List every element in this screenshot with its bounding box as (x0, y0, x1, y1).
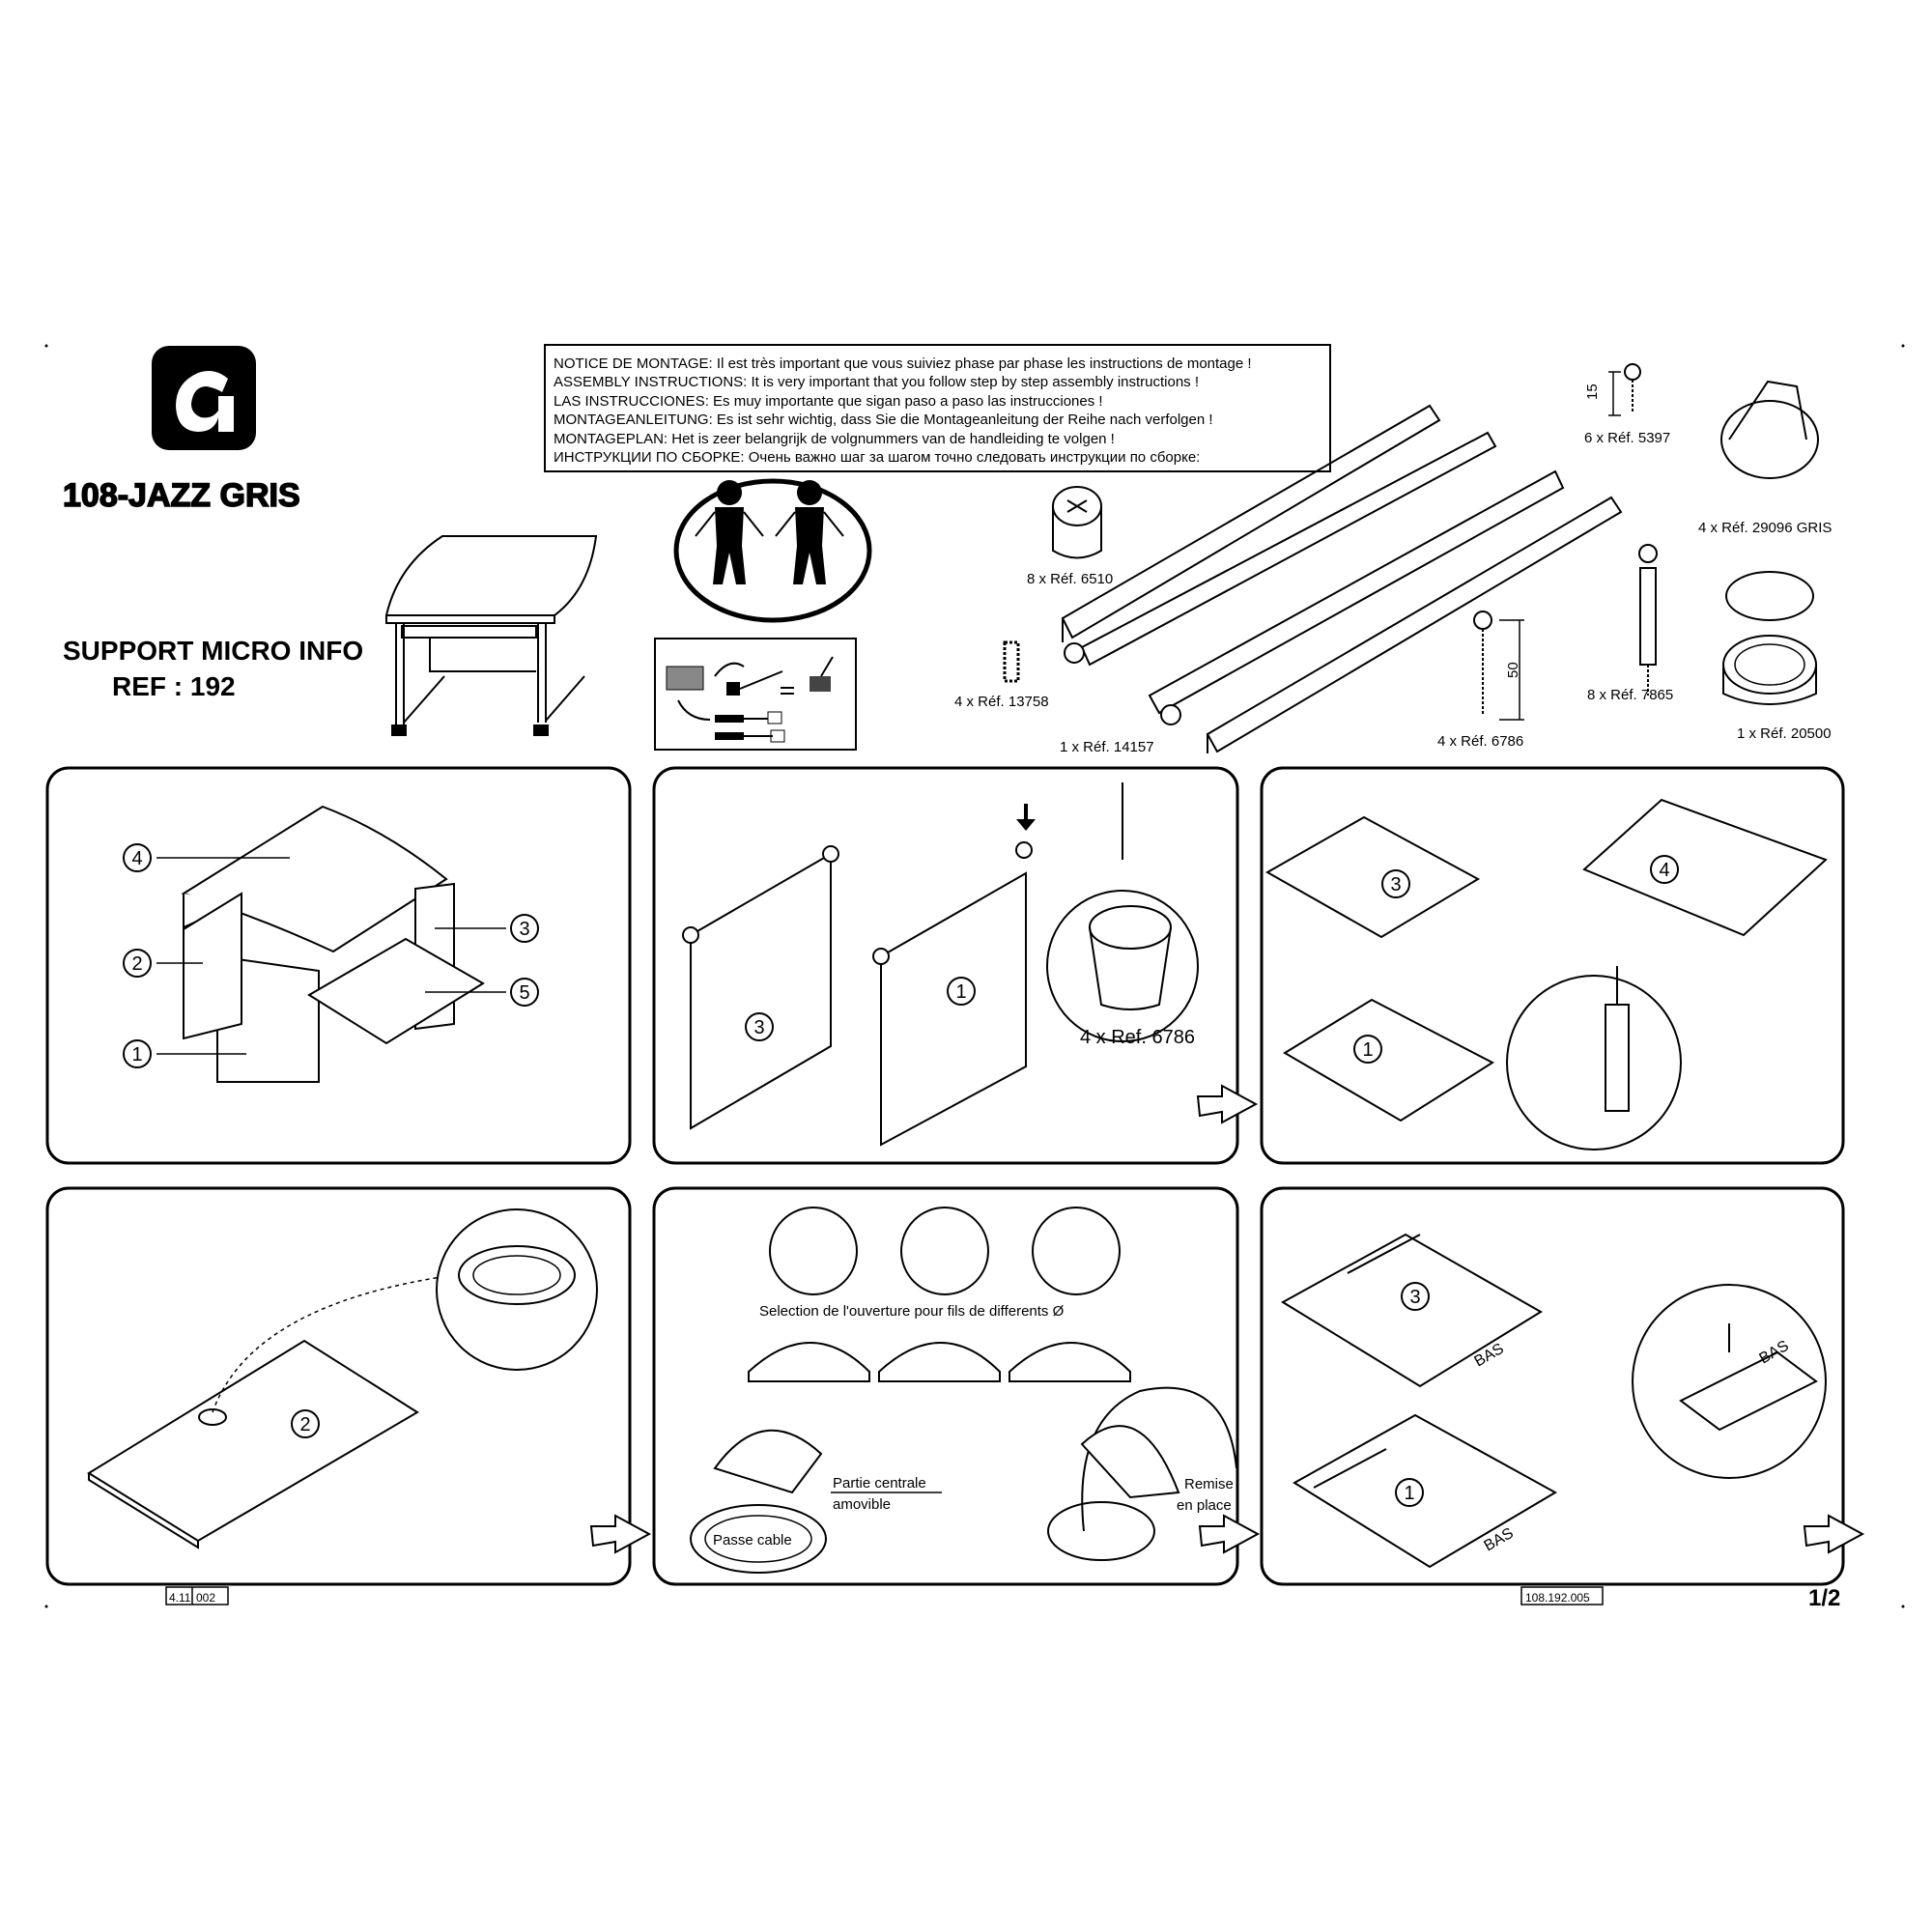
notice-text: NOTICE DE MONTAGE: Il est très important… (554, 355, 1252, 466)
footer-code-right: 108.192.005 (1520, 1586, 1604, 1605)
step-6-panel (1260, 1186, 1845, 1586)
page-number: 1/2 (1808, 1585, 1840, 1611)
part-number: 1 (1362, 1039, 1373, 1061)
foot-label: 4 x Réf. 29096 GRIS (1698, 520, 1832, 536)
step-5-panel (652, 1186, 1239, 1586)
cable-grommet-label: 1 x Réf. 20500 (1737, 725, 1832, 742)
step-3-part-numbers: 3 4 1 (1353, 855, 1679, 1064)
part-number: 1 (1404, 1483, 1414, 1504)
step-2-screw-label: 4 x Ref. 6786 (1080, 1027, 1195, 1048)
drawer-runners-label: 1 x Réf. 14157 (1060, 739, 1154, 755)
step-3-panel (1260, 766, 1845, 1165)
tools-icon (654, 638, 857, 751)
cam-bolt-label: 8 x Réf. 7865 (1587, 687, 1673, 703)
next-step-arrow-icon (1198, 1514, 1261, 1554)
product-reference: REF : 192 (112, 671, 236, 701)
part-number: 4 (131, 848, 142, 869)
part-number: 2 (299, 1414, 310, 1435)
two-persons-icon (673, 478, 872, 623)
notice-box (544, 344, 1331, 472)
step-2-part-numbers: 3 1 (745, 977, 976, 1041)
brand-logo (152, 346, 256, 450)
drawer-runners-drawing (1061, 404, 1623, 753)
part-number: 1 (131, 1044, 142, 1065)
notice-line-de: MONTAGEANLEITUNG: Es ist sehr wichtig, d… (554, 412, 1213, 428)
short-screw-length: 15 (1584, 384, 1601, 400)
part-number: 3 (1409, 1287, 1420, 1308)
cam-bolt-drawing (1638, 544, 1658, 696)
footer-code-left: 4.11 002 (165, 1586, 229, 1605)
down-arrow-icon (1016, 804, 1036, 831)
crop-marks (44, 344, 1905, 1608)
next-step-arrow-icon (1803, 1514, 1865, 1554)
part-number: 5 (519, 982, 529, 1004)
cam-lock-drawing (1052, 486, 1102, 559)
footer-code-a: 4.11 (169, 1591, 191, 1605)
part-number-circle (291, 1409, 320, 1438)
replace-label-2: en place (1177, 1497, 1232, 1514)
notice-line-ru: ИНСТРУКЦИИ ПО СБОРКЕ: Очень важно шаг за… (554, 449, 1200, 466)
dowel-drawing (1003, 640, 1020, 683)
cable-pass-label: Passe cable (713, 1532, 792, 1548)
desk-illustration (384, 535, 598, 736)
step-4-panel (45, 1186, 632, 1586)
product-name: SUPPORT MICRO INFO (63, 636, 363, 666)
step-2-panel (652, 766, 1239, 1165)
next-step-arrow-icon (589, 1514, 652, 1554)
long-screw-length: 50 (1505, 662, 1521, 678)
step-5-caption: Selection de l'ouverture pour fils de di… (759, 1303, 1065, 1320)
part-number: 2 (131, 953, 142, 975)
short-screw-label: 6 x Réf. 5397 (1584, 430, 1670, 446)
step-6-view (1281, 1233, 1827, 1569)
step-6-part-numbers: 3 1 (1395, 1282, 1430, 1507)
step-5-grommet-options (690, 1207, 1237, 1574)
dowel-label: 4 x Réf. 13758 (954, 694, 1049, 710)
step-3-view (1264, 798, 1828, 1151)
step-2-panels-view (682, 782, 1199, 1147)
notice-line-fr: NOTICE DE MONTAGE: Il est très important… (554, 355, 1252, 372)
step-4-view (87, 1208, 598, 1549)
long-screw-label: 4 x Réf. 6786 (1437, 733, 1523, 750)
part-number: 1 (955, 981, 966, 1003)
foot-drawing (1720, 380, 1819, 479)
notice-line-en: ASSEMBLY INSTRUCTIONS: It is very import… (554, 374, 1199, 390)
short-screw-drawing: 15 (1584, 363, 1641, 416)
footer-code: 108.192.005 (1525, 1591, 1590, 1605)
part-number: 3 (1390, 874, 1401, 895)
step-1-exploded-view (156, 805, 506, 1083)
part-number: 3 (519, 919, 529, 940)
model-name: 108-JAZZ GRIS (63, 477, 300, 514)
notice-line-es: LAS INSTRUCCIONES: Es muy importante que… (554, 393, 1103, 410)
cam-lock-label: 8 x Réf. 6510 (1027, 571, 1113, 587)
notice-line-nl: MONTAGEPLAN: Het is zeer belangrijk de v… (554, 431, 1115, 447)
replace-label: Remise (1184, 1476, 1234, 1492)
part-number: 4 (1659, 860, 1669, 881)
part-number: 3 (753, 1017, 764, 1038)
step-1-part-numbers: 4 2 1 3 5 (123, 843, 539, 1068)
cable-grommet-drawing (1722, 571, 1817, 705)
removable-center-label-2: amovible (833, 1496, 891, 1513)
step-1-panel (45, 766, 632, 1165)
removable-center-label: Partie centrale (833, 1475, 926, 1492)
long-screw-drawing: 50 (1473, 611, 1524, 721)
footer-code-b: 002 (196, 1591, 215, 1605)
next-step-arrow-icon (1196, 1084, 1259, 1124)
